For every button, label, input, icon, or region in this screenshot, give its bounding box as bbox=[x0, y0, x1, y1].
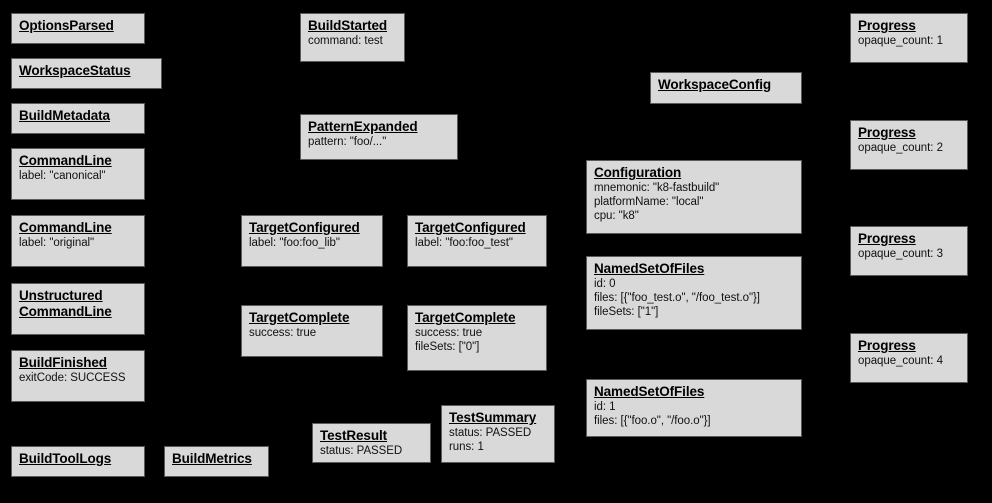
event-node-build-started[interactable]: BuildStarted command: test bbox=[300, 13, 405, 62]
event-node-title: WorkspaceStatus bbox=[19, 63, 131, 78]
event-node-fields: label: "canonical" bbox=[19, 169, 138, 183]
event-node-title: Progress bbox=[858, 18, 916, 33]
event-node-title: PatternExpanded bbox=[308, 119, 418, 134]
event-node-field: success: true bbox=[249, 327, 317, 339]
event-node-field: opaque_count: 1 bbox=[858, 35, 943, 47]
event-node-title: BuildToolLogs bbox=[19, 451, 112, 466]
event-node-field: id: 0 bbox=[594, 278, 616, 290]
event-node-fields: label: "original" bbox=[19, 236, 138, 250]
event-node-field: exitCode: SUCCESS bbox=[19, 372, 126, 384]
event-node-title: TestSummary bbox=[449, 410, 537, 425]
event-node-title: BuildStarted bbox=[308, 18, 388, 33]
event-node-title: OptionsParsed bbox=[19, 18, 114, 33]
event-node-fields: opaque_count: 2 bbox=[858, 141, 961, 155]
event-node-fields: success: true fileSets: ["0"] bbox=[415, 326, 540, 354]
event-node-title: Progress bbox=[858, 338, 916, 353]
event-node-title: BuildMetadata bbox=[19, 108, 110, 123]
event-node-progress-3[interactable]: Progress opaque_count: 3 bbox=[850, 226, 968, 276]
event-node-fields: opaque_count: 3 bbox=[858, 247, 961, 261]
event-node-field: opaque_count: 3 bbox=[858, 248, 943, 260]
event-node-field: pattern: "foo/..." bbox=[308, 136, 387, 148]
event-node-build-metrics[interactable]: BuildMetrics bbox=[164, 446, 269, 477]
event-node-named-set-of-files-0[interactable]: NamedSetOfFiles id: 0 files: [{"foo_test.o… bbox=[586, 256, 802, 330]
event-node-title: Progress bbox=[858, 231, 916, 246]
event-node-command-line-canonical[interactable]: CommandLine label: "canonical" bbox=[11, 148, 145, 200]
event-node-field: fileSets: ["0"] bbox=[415, 341, 480, 353]
event-node-title: CommandLine bbox=[19, 153, 112, 168]
event-node-title: CommandLine bbox=[19, 220, 112, 235]
event-node-workspace-config[interactable]: WorkspaceConfig bbox=[650, 72, 802, 104]
event-node-field: status: PASSED bbox=[320, 445, 403, 457]
event-node-fields: opaque_count: 4 bbox=[858, 354, 961, 368]
event-node-field: platformName: "local" bbox=[594, 196, 704, 208]
event-node-fields: mnemonic: "k8-fastbuild" platformName: "l… bbox=[594, 181, 795, 223]
event-node-title: CommandLine bbox=[19, 304, 112, 319]
event-node-title: BuildMetrics bbox=[172, 451, 252, 466]
event-node-target-complete-foo-lib[interactable]: TargetComplete success: true bbox=[241, 305, 383, 357]
event-node-field: label: "original" bbox=[19, 237, 95, 249]
event-node-fields: status: PASSED bbox=[320, 444, 424, 458]
event-node-title: TargetConfigured bbox=[249, 220, 360, 235]
event-node-field: command: test bbox=[308, 35, 383, 47]
event-node-title: NamedSetOfFiles bbox=[594, 384, 705, 399]
event-node-title: Configuration bbox=[594, 165, 682, 180]
event-node-field: label: "foo:foo_lib" bbox=[249, 237, 340, 249]
event-node-target-complete-foo-test[interactable]: TargetComplete success: true fileSets: ["0… bbox=[407, 305, 547, 371]
event-node-field: cpu: "k8" bbox=[594, 210, 639, 222]
event-node-progress-4[interactable]: Progress opaque_count: 4 bbox=[850, 333, 968, 383]
event-node-command-line-original[interactable]: CommandLine label: "original" bbox=[11, 215, 145, 267]
event-node-field: fileSets: ["1"] bbox=[594, 306, 659, 318]
event-node-fields: success: true bbox=[249, 326, 376, 340]
event-node-build-metadata[interactable]: BuildMetadata bbox=[11, 103, 145, 134]
event-node-configuration[interactable]: Configuration mnemonic: "k8-fastbuild" pla… bbox=[586, 160, 802, 234]
event-node-fields: label: "foo:foo_test" bbox=[415, 236, 540, 250]
event-node-field: files: [{"foo_test.o", "/foo_test.o"}] bbox=[594, 292, 760, 304]
event-node-title: TargetConfigured bbox=[415, 220, 526, 235]
event-node-title: WorkspaceConfig bbox=[658, 77, 772, 92]
event-node-fields: exitCode: SUCCESS bbox=[19, 371, 138, 385]
event-node-field: runs: 1 bbox=[449, 441, 484, 453]
event-node-fields: id: 1 files: [{"foo.o", "/foo.o"}] bbox=[594, 400, 795, 428]
event-node-field: opaque_count: 2 bbox=[858, 142, 943, 154]
event-node-title: Unstructured bbox=[19, 288, 103, 303]
event-node-title: TargetComplete bbox=[249, 310, 350, 325]
event-node-pattern-expanded[interactable]: PatternExpanded pattern: "foo/..." bbox=[300, 114, 458, 160]
event-node-fields: id: 0 files: [{"foo_test.o", "/foo_test.o… bbox=[594, 277, 795, 319]
event-node-fields: command: test bbox=[308, 34, 398, 48]
event-node-fields: label: "foo:foo_lib" bbox=[249, 236, 376, 250]
event-node-title: TestResult bbox=[320, 428, 388, 443]
event-node-field: mnemonic: "k8-fastbuild" bbox=[594, 182, 720, 194]
event-node-progress-2[interactable]: Progress opaque_count: 2 bbox=[850, 120, 968, 170]
event-node-named-set-of-files-1[interactable]: NamedSetOfFiles id: 1 files: [{"foo.o", "/… bbox=[586, 379, 802, 437]
event-node-build-finished[interactable]: BuildFinished exitCode: SUCCESS bbox=[11, 350, 145, 402]
event-node-fields: opaque_count: 1 bbox=[858, 34, 961, 48]
event-node-field: files: [{"foo.o", "/foo.o"}] bbox=[594, 415, 711, 427]
event-node-workspace-status[interactable]: WorkspaceStatus bbox=[11, 58, 162, 89]
event-node-field: id: 1 bbox=[594, 401, 616, 413]
event-node-title: NamedSetOfFiles bbox=[594, 261, 705, 276]
event-node-field: status: PASSED bbox=[449, 427, 532, 439]
event-node-fields: status: PASSED runs: 1 bbox=[449, 426, 548, 454]
event-node-test-summary[interactable]: TestSummary status: PASSED runs: 1 bbox=[441, 405, 555, 463]
event-node-field: opaque_count: 4 bbox=[858, 355, 943, 367]
event-node-field: success: true bbox=[415, 327, 483, 339]
event-node-field: label: "foo:foo_test" bbox=[415, 237, 513, 249]
event-node-progress-1[interactable]: Progress opaque_count: 1 bbox=[850, 13, 968, 63]
event-node-target-configured-foo-lib[interactable]: TargetConfigured label: "foo:foo_lib" bbox=[241, 215, 383, 267]
event-node-title: Progress bbox=[858, 125, 916, 140]
event-node-build-tool-logs[interactable]: BuildToolLogs bbox=[11, 446, 145, 477]
event-node-fields: pattern: "foo/..." bbox=[308, 135, 451, 149]
event-node-title: TargetComplete bbox=[415, 310, 516, 325]
event-node-field: label: "canonical" bbox=[19, 170, 106, 182]
event-node-target-configured-foo-test[interactable]: TargetConfigured label: "foo:foo_test" bbox=[407, 215, 547, 267]
event-node-title: BuildFinished bbox=[19, 355, 107, 370]
event-node-test-result[interactable]: TestResult status: PASSED bbox=[312, 423, 431, 463]
event-node-options-parsed[interactable]: OptionsParsed bbox=[11, 13, 145, 44]
